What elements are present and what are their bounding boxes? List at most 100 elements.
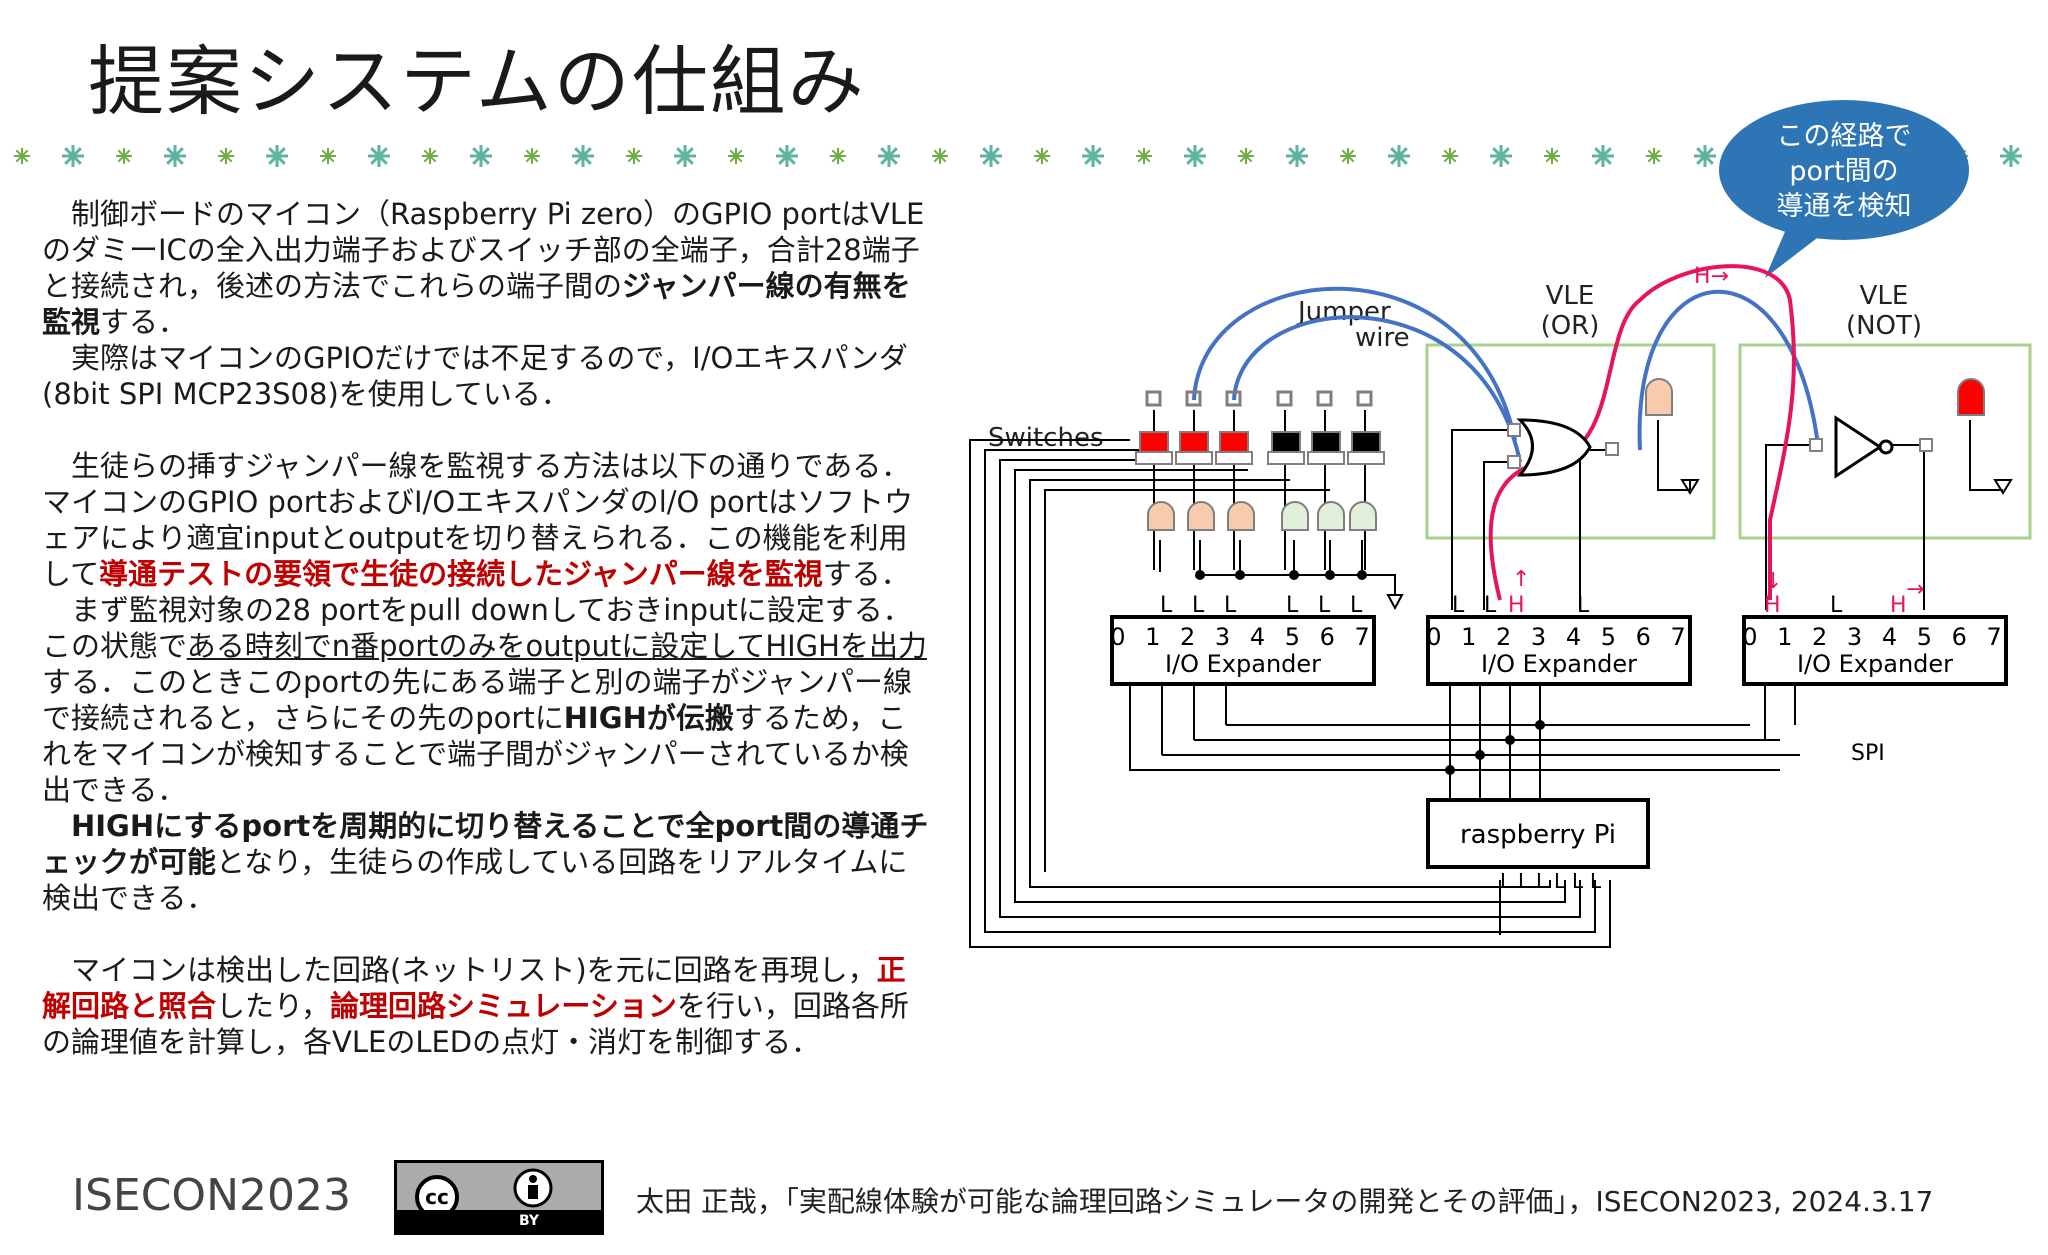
switches-label: Switches [988, 423, 1104, 453]
star-icon [1238, 148, 1254, 164]
svg-text:L: L [1590, 869, 1602, 893]
svg-text:L: L [1572, 869, 1584, 893]
paragraph-segment: 制御ボードのマイコン（Raspberry Pi zero）のGPIO portは… [42, 197, 925, 303]
svg-text:I/O Expander: I/O Expander [1165, 650, 1321, 678]
svg-text:cc: cc [425, 1185, 449, 1209]
star-icon [776, 145, 798, 167]
star-icon [878, 145, 900, 167]
star-icon [62, 145, 84, 167]
star-icon [674, 145, 696, 167]
star-icon [1184, 145, 1206, 167]
star-icon [1442, 148, 1458, 164]
star-icon [728, 148, 744, 164]
svg-text:H: H [1508, 593, 1525, 618]
star-icon [470, 145, 492, 167]
cc-by-badge: cc BY [394, 1160, 604, 1235]
star-icon [2000, 145, 2022, 167]
svg-text:L: L [1500, 869, 1512, 893]
svg-text:H→: H→ [1694, 264, 1729, 289]
star-icon [14, 148, 30, 164]
page-title: 提案システムの仕組み [88, 37, 866, 126]
paragraph-segment: となり，生徒らの作成している回路をリアルタイムに検出できる． [42, 845, 908, 915]
star-icon [980, 145, 1002, 167]
svg-text:L: L [1452, 593, 1465, 618]
svg-text:↑: ↑ [1512, 567, 1530, 592]
paragraph-segment: 正解回路と照合 [42, 953, 906, 1023]
cc-by-label: BY [397, 1210, 601, 1232]
star-icon [1544, 148, 1560, 164]
star-icon [1286, 145, 1308, 167]
vle-or-label-2: (OR) [1541, 311, 1600, 341]
svg-text:H: H [1764, 593, 1781, 618]
io-expander-2: 0 1 2 3 4 5 6 7 I/O Expander [1426, 615, 1692, 686]
paragraph-segment: 論理回路シミュレーション [330, 989, 677, 1023]
star-icon [116, 148, 132, 164]
star-icon [368, 145, 390, 167]
svg-text:L: L [1554, 869, 1566, 893]
paragraph-segment: する．このときこのportの先にある端子と別の端子がジャンパー線で接続されると，… [42, 665, 912, 735]
svg-text:L: L [1830, 593, 1843, 618]
svg-text:0 1 2 3 4 5 6 7: 0 1 2 3 4 5 6 7 [1742, 623, 2008, 651]
paragraph-segment: HIGHにするportを周期的に切り替えることで全port間の導通チェックが可能 [42, 809, 929, 879]
star-icon [1694, 145, 1716, 167]
star-icon [1340, 148, 1356, 164]
svg-text:L: L [1484, 593, 1497, 618]
svg-text:L: L [1518, 869, 1530, 893]
paragraph-5: HIGHにするportを周期的に切り替えることで全port間の導通チェックが可能… [42, 808, 932, 916]
star-icon [1136, 148, 1152, 164]
or-gate [1516, 418, 1592, 477]
paragraph-segment: まず監視対象の28 portをpull downしておきinputに設定する．こ… [42, 593, 912, 663]
svg-text:L: L [1160, 593, 1173, 618]
star-icon [218, 148, 234, 164]
star-icon [572, 145, 594, 167]
star-icon [1592, 145, 1614, 167]
svg-text:L: L [1318, 593, 1331, 618]
svg-text:I/O Expander: I/O Expander [1481, 650, 1637, 678]
svg-text:→: → [1906, 577, 1924, 602]
svg-text:L: L [1286, 593, 1299, 618]
star-icon [830, 148, 846, 164]
star-icon [1082, 145, 1104, 167]
svg-text:raspberry Pi: raspberry Pi [1460, 820, 1616, 850]
paragraph-4: まず監視対象の28 portをpull downしておきinputに設定する．こ… [42, 592, 932, 808]
svg-text:0 1 2 3 4 5 6 7: 0 1 2 3 4 5 6 7 [1110, 623, 1376, 651]
vle-not-box [1738, 343, 2032, 540]
star-icon [1388, 145, 1410, 167]
paragraph-3: 生徒らの挿すジャンパー線を監視する方法は以下の通りである．マイコンのGPIO p… [42, 448, 932, 592]
paragraph-segment: したり， [216, 989, 330, 1023]
bus-wires [969, 410, 2003, 948]
star-icon [1490, 145, 1512, 167]
paragraph-segment: する． [100, 305, 188, 339]
star-icon [626, 148, 642, 164]
star-icon [1646, 148, 1662, 164]
svg-text:H: H [1890, 593, 1907, 618]
led-array [1147, 378, 1985, 531]
paragraph-1: 制御ボードのマイコン（Raspberry Pi zero）のGPIO portは… [42, 196, 932, 340]
paragraph-segment: 生徒らの挿すジャンパー線を監視する方法は以下の通りである．マイコンのGPIO p… [42, 449, 914, 591]
star-icon [266, 145, 288, 167]
body-text: 制御ボードのマイコン（Raspberry Pi zero）のGPIO portは… [42, 196, 932, 1060]
svg-text:L: L [1224, 593, 1237, 618]
paragraph-segment: ある時刻でn番portのみをoutputに設定してHIGHを出力 [186, 629, 927, 663]
rpi-bus-dots [1195, 570, 1545, 775]
svg-text:↓: ↓ [1764, 569, 1782, 594]
jumper-label-2: wire [1355, 323, 1410, 353]
signal-path [1488, 264, 1796, 601]
vle-not-label-1: VLE [1860, 281, 1909, 311]
star-icon [422, 148, 438, 164]
paragraph-2: 実際はマイコンのGPIOだけでは不足するので，I/Oエキスパンダ(8bit SP… [42, 341, 908, 411]
raspberry-pi-box: raspberry Pi [1426, 798, 1650, 869]
star-icon [1034, 148, 1050, 164]
paragraph-segment: するため，これをマイコンが検知することで端子間がジャンパーされているか検出できる… [42, 701, 909, 807]
cc-icon: cc [415, 1168, 553, 1213]
paragraph-6: マイコンは検出した回路(ネットリスト)を元に回路を再現し，正解回路と照合したり，… [42, 952, 932, 1060]
callout-line-3: 導通を検知 [1777, 191, 1912, 222]
vle-or-label-1: VLE [1546, 281, 1595, 311]
svg-text:0 1 2 3 4 5 6 7: 0 1 2 3 4 5 6 7 [1426, 623, 1692, 651]
not-gate [1834, 415, 1883, 479]
paragraph-segment: マイコンは検出した回路(ネットリスト)を元に回路を再現し， [42, 953, 877, 987]
paragraph-segment: HIGHが伝搬 [563, 701, 734, 735]
svg-text:L: L [1536, 869, 1548, 893]
